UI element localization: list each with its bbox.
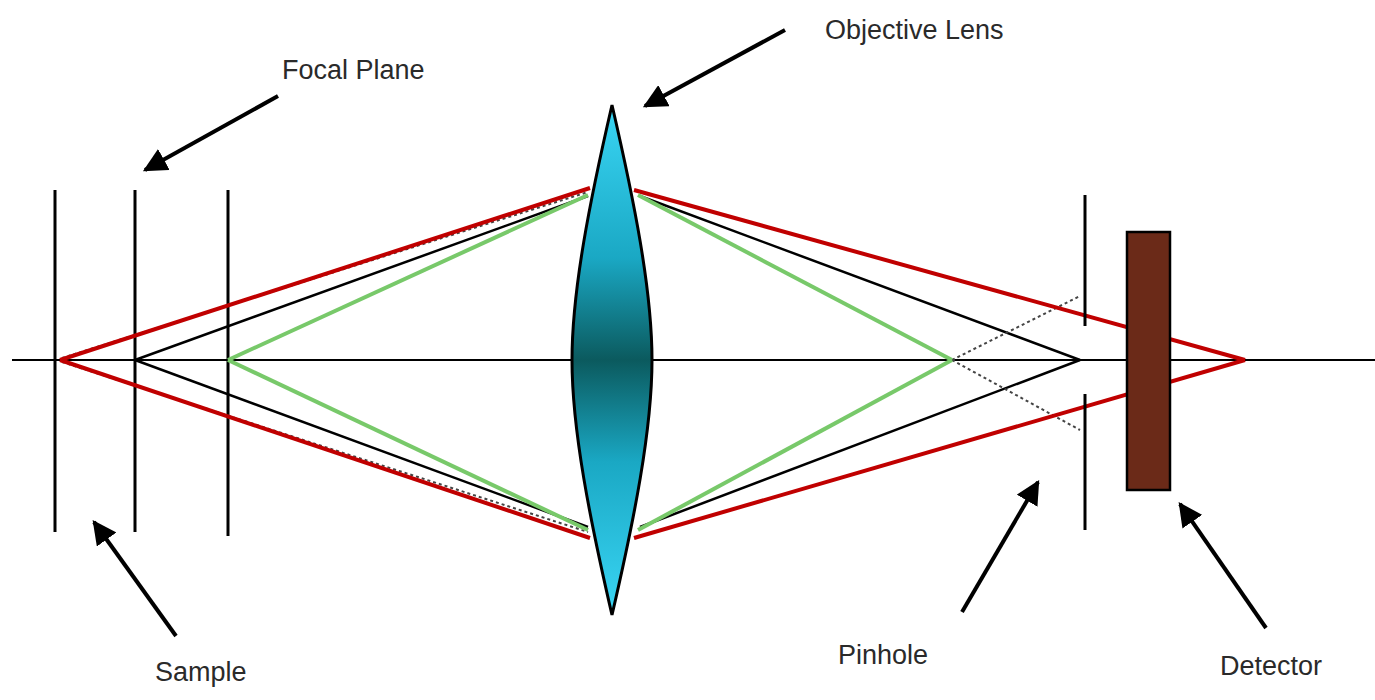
focal-plane-label: Focal Plane	[282, 54, 425, 86]
sample-label: Sample	[155, 656, 247, 688]
detector	[1127, 232, 1170, 490]
sample-plane	[227, 190, 230, 536]
pinhole-plate	[1084, 195, 1087, 326]
leader-arrow	[94, 30, 1266, 636]
sample-plane	[54, 190, 57, 532]
pinhole-label: Pinhole	[838, 639, 928, 671]
pinhole-plate	[1084, 394, 1087, 530]
objective-lens	[572, 105, 652, 615]
detector-label: Detector	[1220, 650, 1322, 682]
lens-label: Objective Lens	[825, 14, 1004, 46]
